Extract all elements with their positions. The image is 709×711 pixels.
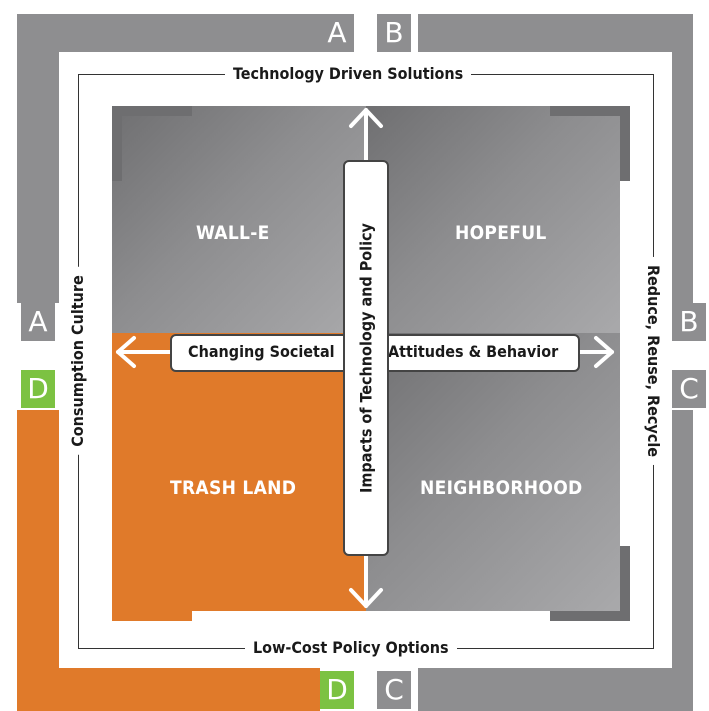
center-vertical-pill	[343, 160, 389, 556]
band-bottom-right	[418, 668, 693, 711]
letter-bottom-d: D	[320, 671, 354, 709]
band-right-upper	[672, 14, 693, 303]
arrow-head-down-icon	[349, 588, 383, 608]
quadrant-top-right	[366, 106, 620, 333]
band-top-right	[418, 14, 693, 52]
center-horizontal-right-label: Attitudes & Behavior	[388, 342, 559, 361]
quadrant-bottom-left	[112, 333, 366, 611]
axis-label-bottom: Low-Cost Policy Options	[245, 638, 457, 658]
band-left-lower	[17, 410, 59, 711]
axis-label-top: Technology Driven Solutions	[225, 64, 472, 84]
bracket-top-right	[550, 106, 630, 181]
band-right-lower	[672, 410, 693, 711]
letter-top-b: B	[377, 14, 411, 52]
bracket-bottom-right	[550, 546, 630, 621]
letter-top-a: A	[320, 14, 354, 52]
quadrant-top-left	[112, 106, 366, 333]
center-horizontal-left-label: Changing Societal	[188, 342, 335, 361]
quadrant-label-neighborhood: NEIGHBORHOOD	[420, 477, 583, 499]
letter-right-c: C	[672, 370, 706, 408]
arrow-head-left-icon	[116, 336, 136, 368]
quadrant-label-wall-e: WALL-E	[196, 222, 270, 244]
quadrant-label-trash-land: TRASH LAND	[170, 477, 297, 499]
letter-left-d: D	[21, 370, 55, 408]
band-left-upper	[17, 14, 59, 303]
quadrant-bottom-right	[366, 333, 620, 611]
arrow-head-up-icon	[349, 108, 383, 128]
bracket-top-left	[112, 106, 192, 181]
quadrant-label-hopeful: HOPEFUL	[455, 222, 547, 244]
band-top-left	[17, 14, 320, 52]
letter-right-b: B	[672, 303, 706, 341]
arrow-head-right-icon	[594, 336, 614, 368]
band-bottom-left	[17, 668, 320, 711]
center-vertical-label: Impacts of Technology and Policy	[356, 223, 376, 493]
bracket-bottom-left	[112, 546, 192, 621]
letter-bottom-c: C	[377, 671, 411, 709]
letter-left-a: A	[21, 303, 55, 341]
